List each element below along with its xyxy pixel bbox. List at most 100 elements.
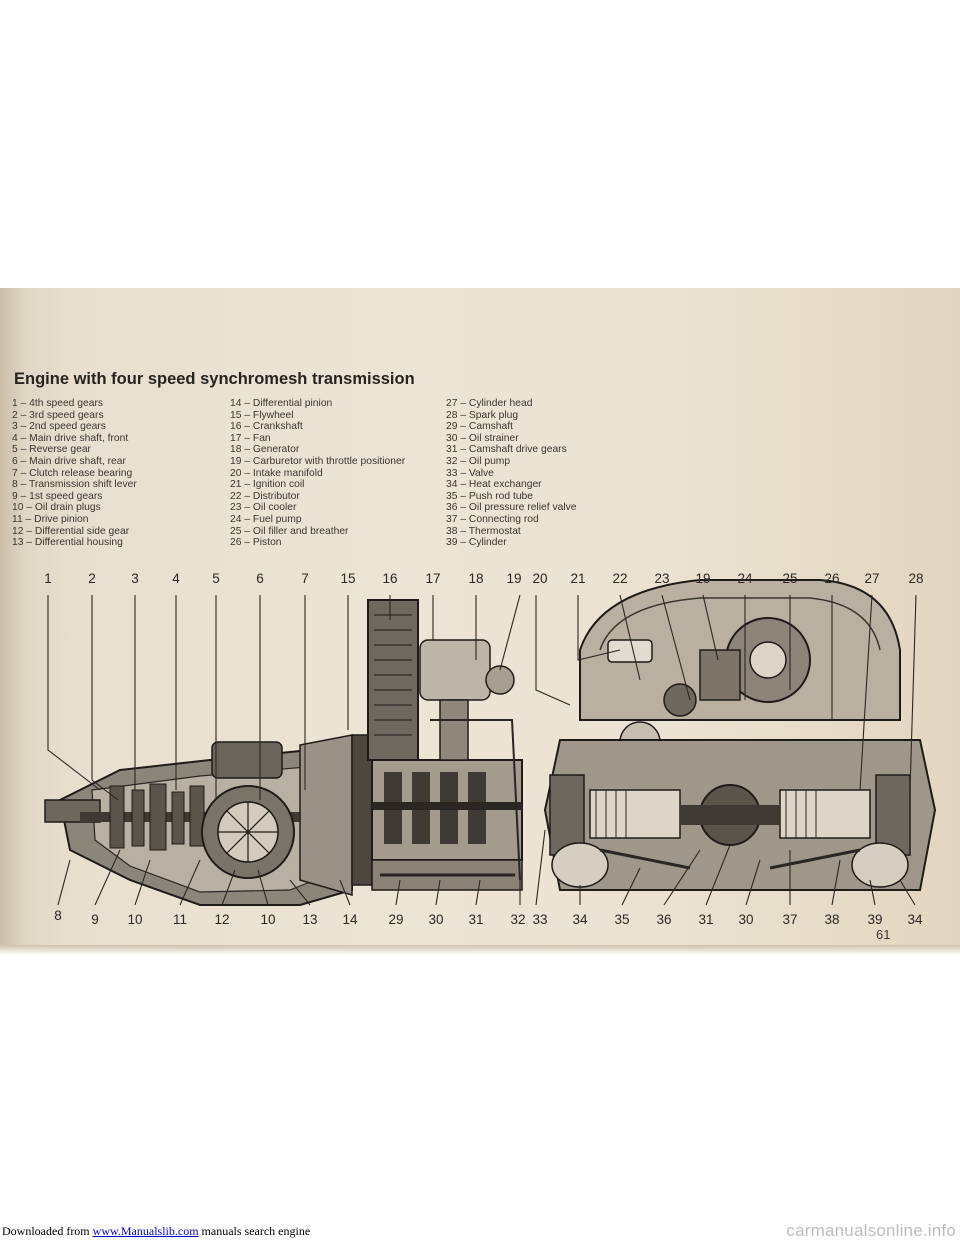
legend-entry: 27 – Cylinder head [446,398,533,409]
legend-entry: 4 – Main drive shaft, front [12,432,129,444]
watermark-text: carmanualsonline.info [786,1221,956,1240]
callout-number: 31 [468,912,484,927]
callout-number: 10 [260,912,276,927]
legend-entry: 33 – Valve [446,467,494,479]
callout-number: 17 [425,571,441,586]
legend-entry: 20 – Intake manifold [230,467,323,479]
callout-number: 13 [302,912,318,927]
page-number: 61 [876,927,891,942]
callout-number: 8 [54,908,62,923]
callout-number: 32 [510,912,526,927]
legend-entry: 31 – Camshaft drive gears [446,444,567,456]
engine-rear-view [543,579,937,891]
legend-entry: 23 – Oil cooler [230,502,297,514]
engine-side-cutaway [351,599,523,891]
callout-number: 22 [612,571,628,586]
callout-number: 27 [864,571,880,586]
callout-number: 16 [382,571,398,586]
legend-entry: 25 – Oil filler and breather [230,525,349,537]
legend-entry: 21 – Ignition coil [230,479,305,491]
legend-entry: 24 – Fuel pump [230,513,302,525]
callout-number: 34 [572,912,588,927]
legend-entry: 17 – Fan [230,432,271,444]
legend-entry: 26 – Piston [230,537,282,549]
footer-suffix: manuals search engine [198,1224,311,1238]
callout-number: 34 [907,912,923,927]
callout-number: 14 [342,912,358,927]
legend-entry: 19 – Carburetor with throttle positioner [230,455,406,467]
callout-number: 1 [44,571,52,586]
footer-text: Downloaded from www.Manualslib.com manua… [2,1224,310,1239]
callout-number: 7 [301,571,309,586]
callout-number: 15 [340,571,356,586]
legend-entry: 2 – 3rd speed gears [12,409,104,421]
callout-number: 36 [656,912,672,927]
callout-number: 20 [532,571,548,586]
download-footer: Downloaded from www.Manualslib.com manua… [0,1221,960,1242]
callout-number: 24 [737,571,753,586]
callout-number: 2 [88,571,96,586]
callout-number: 19 [695,571,711,586]
callout-number: 21 [570,571,586,586]
callout-number: 28 [908,571,924,586]
page-edge-shadow [0,945,960,955]
callout-number: 6 [256,571,264,586]
legend-entry: 39 – Cylinder [446,537,507,549]
legend-entry: 13 – Differential housing [12,537,123,549]
legend-entry: 32 – Oil pump [446,455,511,467]
legend-entry: 8 – Transmission shift lever [12,479,137,491]
legend-entry: 10 – Oil drain plugs [12,502,101,514]
legend-entry: 29 – Camshaft [446,421,513,433]
legend-entry: 38 – Thermostat [446,525,521,537]
callout-number: 12 [214,912,230,927]
legend-entry: 15 – Flywheel [230,409,294,421]
blank-top-area [0,0,960,288]
manualslib-link[interactable]: www.Manualslib.com [92,1224,199,1238]
legend-entry: 3 – 2nd speed gears [12,421,106,433]
legend-entry: 16 – Crankshaft [230,421,303,433]
page-spine [0,288,26,954]
callout-number: 37 [782,912,798,927]
callout-number: 33 [532,912,548,927]
callout-number: 29 [388,912,404,927]
legend-entry: 9 – 1st speed gears [12,490,103,502]
page-title: Engine with four speed synchromesh trans… [14,370,415,388]
legend-entry: 22 – Distributor [230,490,300,502]
callout-number: 30 [428,912,444,927]
callout-number: 35 [614,912,630,927]
legend-entry: 36 – Oil pressure relief valve [446,502,577,514]
legend-entry: 30 – Oil strainer [446,432,519,444]
legend-entry: 37 – Connecting rod [446,513,539,525]
callout-number: 3 [131,571,139,586]
transmission-cutaway [44,734,370,906]
legend-entry: 14 – Differential pinion [230,398,333,409]
legend-entry: 35 – Push rod tube [446,490,534,502]
legend-entry: 28 – Spark plug [446,409,519,421]
callout-number: 31 [698,912,714,927]
legend-entry: 34 – Heat exchanger [446,479,542,491]
callout-number: 11 [172,912,188,927]
callout-number: 18 [468,571,484,586]
callout-number: 19 [506,571,522,586]
legend-entry: 1 – 4th speed gears [12,398,104,409]
callout-number: 26 [824,571,840,586]
legend-entry: 12 – Differential side gear [12,525,130,537]
legend-entry: 18 – Generator [230,444,300,456]
callout-number: 25 [782,571,798,586]
callout-number: 39 [867,912,883,927]
legend-entry: 11 – Drive pinion [12,513,89,525]
legend-entry: 6 – Main drive shaft, rear [12,455,126,467]
callout-number: 10 [127,912,143,927]
callout-number: 9 [91,912,99,927]
legend-entry: 7 – Clutch release bearing [12,467,133,479]
callout-number: 30 [738,912,754,927]
legend-entry: 5 – Reverse gear [12,444,91,456]
callout-number: 23 [654,571,670,586]
callout-number: 4 [172,571,180,586]
callout-number: 38 [824,912,840,927]
